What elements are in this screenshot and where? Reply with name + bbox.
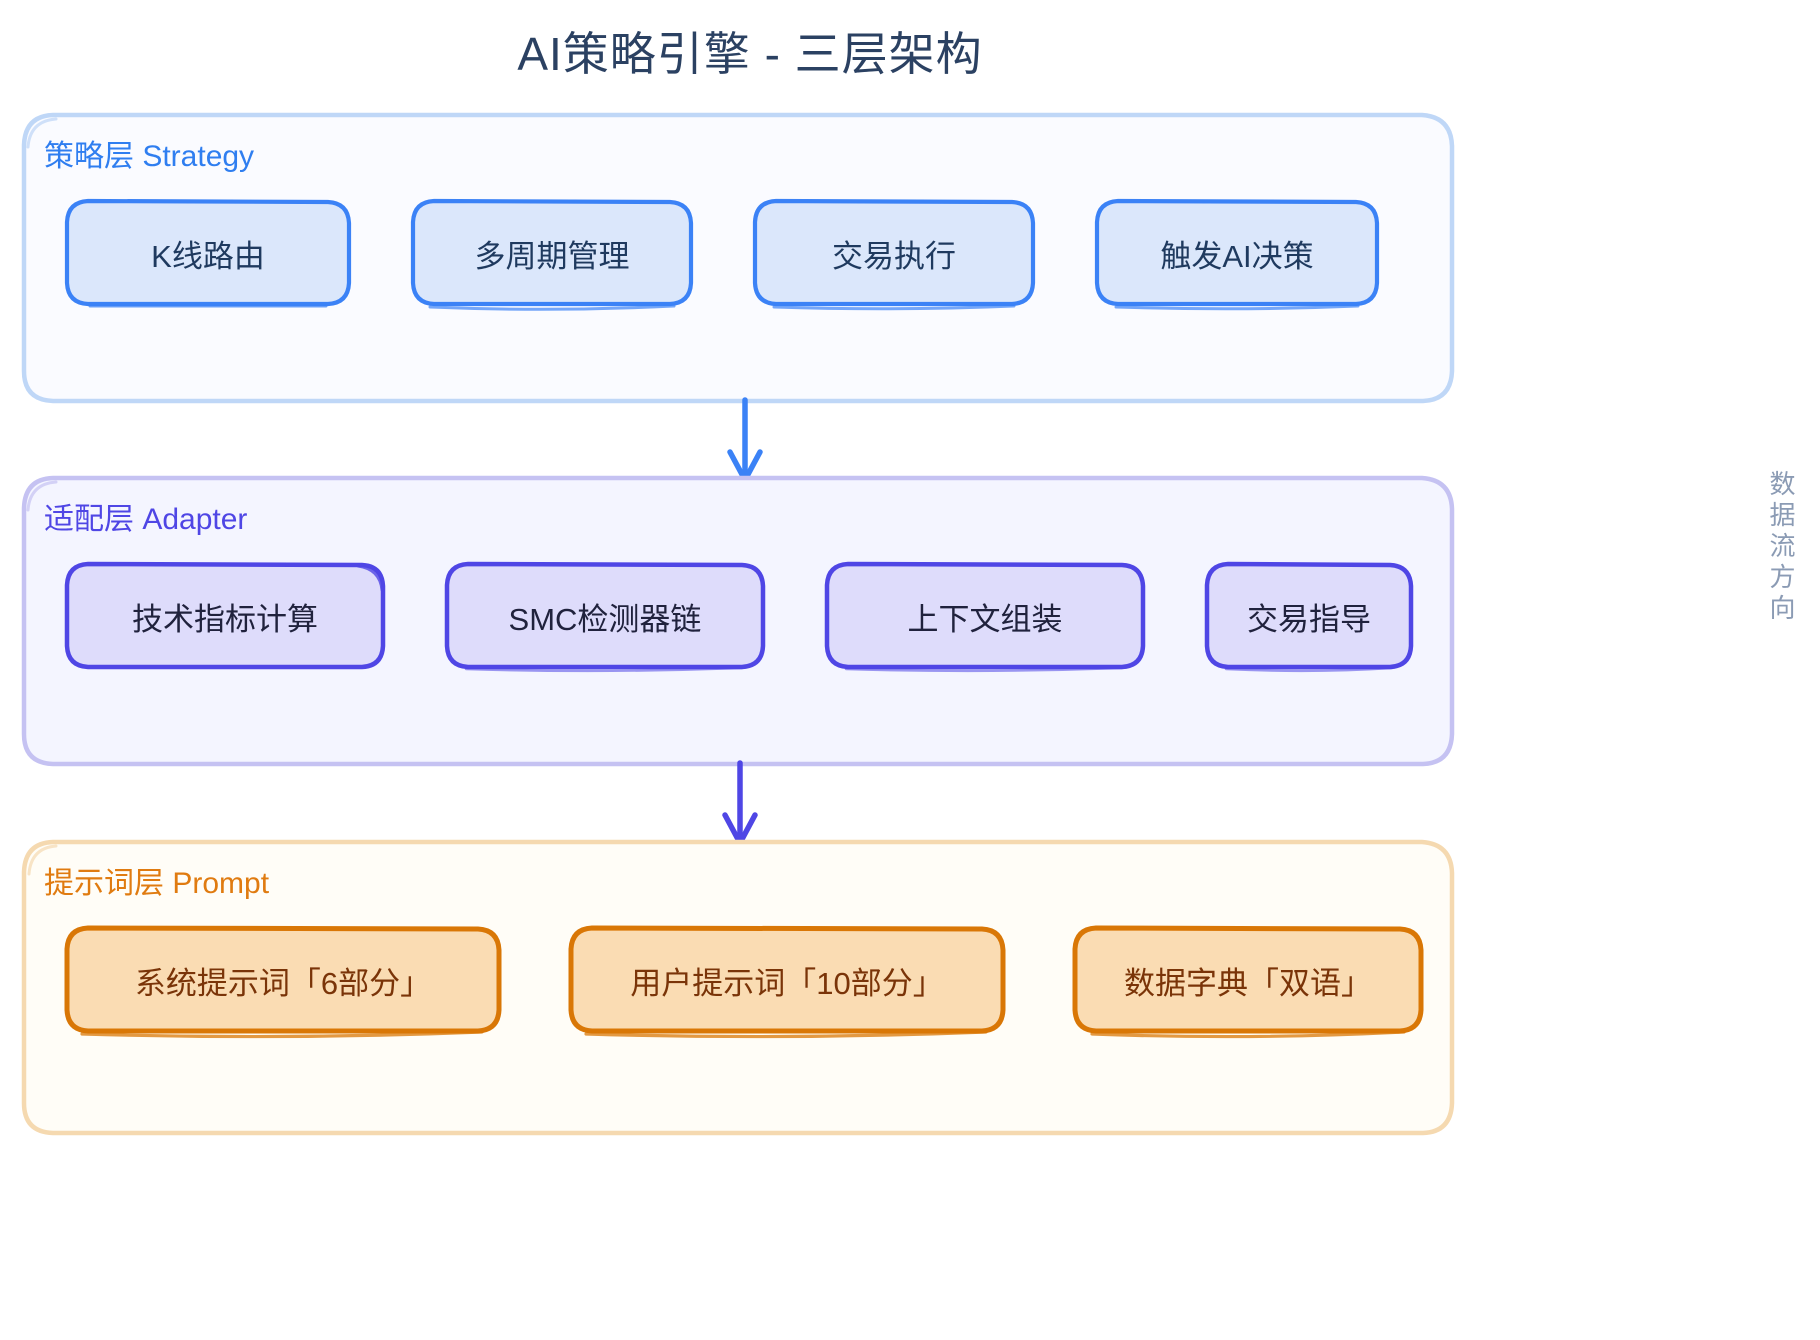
node-kline-route[interactable]: K线路由 — [64, 198, 352, 308]
node-label: 技术指标计算 — [132, 601, 318, 637]
layer-adapter-label: 适配层 Adapter — [44, 503, 248, 536]
node-label: 用户提示词「10部分」 — [630, 965, 944, 1001]
node-label: 交易指导 — [1247, 601, 1371, 637]
arrow-strategy-to-adapter — [727, 397, 763, 483]
node-label: SMC检测器链 — [508, 601, 702, 637]
node-label: 触发AI决策 — [1160, 238, 1314, 274]
layer-strategy: 策略层 Strategy K线路由 多周期管理 交易执行 — [21, 112, 1455, 404]
node-trading-guidance[interactable]: 交易指导 — [1204, 561, 1414, 673]
layer-strategy-label: 策略层 Strategy — [44, 140, 255, 173]
node-trade-execution[interactable]: 交易执行 — [752, 198, 1036, 311]
layer-prompt-nodes: 系统提示词「6部分」 用户提示词「10部分」 数据字典「双语」 — [22, 925, 1454, 1039]
node-label: 交易执行 — [832, 238, 956, 274]
node-label: K线路由 — [151, 238, 265, 274]
node-trigger-ai-decision[interactable]: 触发AI决策 — [1094, 198, 1380, 311]
node-technical-indicators[interactable]: 技术指标计算 — [64, 561, 386, 670]
node-multi-timeframe[interactable]: 多周期管理 — [410, 198, 694, 311]
node-label: 数据字典「双语」 — [1124, 965, 1372, 1001]
node-label: 上下文组装 — [907, 601, 1063, 637]
data-flow-direction-caption: 数据流方向 — [1766, 470, 1796, 625]
layer-adapter: 适配层 Adapter 技术指标计算 SMC检测器链 上下文组装 — [21, 475, 1455, 767]
node-data-dictionary[interactable]: 数据字典「双语」 — [1072, 925, 1424, 1039]
layer-adapter-nodes: 技术指标计算 SMC检测器链 上下文组装 交易指导 — [22, 561, 1454, 673]
node-system-prompt[interactable]: 系统提示词「6部分」 — [64, 925, 502, 1039]
page-title: AI策略引擎 - 三层架构 — [517, 28, 983, 80]
layer-prompt: 提示词层 Prompt 系统提示词「6部分」 用户提示词「10部分」 数据字典「… — [21, 839, 1455, 1136]
node-smc-detector-chain[interactable]: SMC检测器链 — [444, 561, 766, 673]
node-label: 多周期管理 — [474, 238, 630, 274]
node-context-assembly[interactable]: 上下文组装 — [824, 561, 1146, 673]
layer-strategy-nodes: K线路由 多周期管理 交易执行 触发AI决策 — [22, 198, 1454, 311]
node-label: 系统提示词「6部分」 — [134, 965, 432, 1001]
node-user-prompt[interactable]: 用户提示词「10部分」 — [568, 925, 1006, 1039]
layer-prompt-label: 提示词层 Prompt — [44, 867, 270, 900]
arrow-adapter-to-prompt — [722, 760, 758, 846]
